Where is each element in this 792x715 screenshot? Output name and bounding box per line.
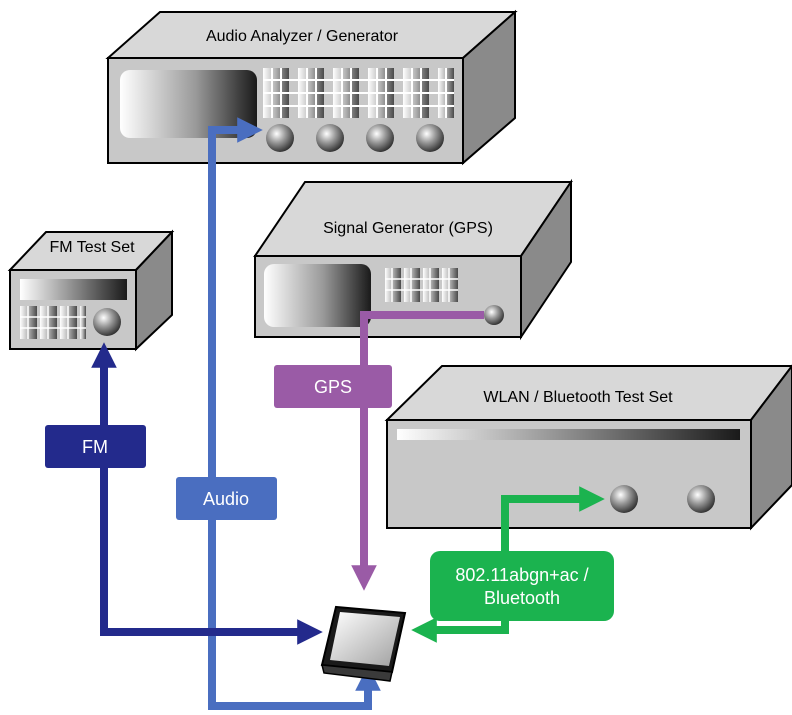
audio-analyzer-title: Audio Analyzer / Generator — [206, 28, 399, 45]
signal-generator-title: Signal Generator (GPS) — [323, 220, 493, 237]
fm-test-set-keypad — [20, 306, 86, 339]
fm-label-badge: FM — [45, 425, 146, 468]
wlan-label-line1: 802.11abgn+ac / — [455, 565, 588, 585]
audio-analyzer-instrument: Audio Analyzer / Generator — [105, 9, 518, 166]
wlan-label-line2: Bluetooth — [484, 588, 560, 608]
fm-test-set-display — [20, 279, 127, 300]
audio-analyzer-knob-icon — [366, 124, 394, 152]
audio-label-badge: Audio — [176, 477, 277, 520]
wlan-test-set-knob-icon — [687, 485, 715, 513]
audio-analyzer-screen — [120, 70, 257, 138]
fm-test-set-instrument: FM Test Set — [7, 229, 175, 352]
fm-test-set-knob-icon — [93, 308, 121, 336]
wlan-test-set-knob-icon — [610, 485, 638, 513]
wlan-test-set-title: WLAN / Bluetooth Test Set — [483, 389, 673, 406]
audio-analyzer-knob-icon — [316, 124, 344, 152]
gps-label: GPS — [314, 377, 352, 397]
audio-label: Audio — [203, 489, 249, 509]
audio-analyzer-knob-icon — [266, 124, 294, 152]
signal-generator-screen — [264, 264, 371, 327]
signal-generator-top — [253, 181, 573, 257]
signal-generator-keypad — [385, 268, 458, 302]
audio-analyzer-keypad — [263, 68, 454, 118]
wlan-test-set-instrument: WLAN / Bluetooth Test Set — [384, 364, 792, 531]
audio-analyzer-knob-icon — [416, 124, 444, 152]
gps-connection-path — [351, 311, 484, 591]
fm-label: FM — [82, 437, 108, 457]
audio-connection-path — [208, 195, 381, 710]
signal-generator-instrument: Signal Generator (GPS) — [253, 178, 573, 341]
wlan-test-set-display — [397, 429, 740, 440]
signal-generator-knob-icon — [484, 305, 504, 325]
wlan-label-badge: 802.11abgn+ac / Bluetooth — [430, 551, 614, 621]
fm-test-set-title: FM Test Set — [49, 239, 135, 256]
coupler-box — [320, 605, 407, 682]
gps-label-badge: GPS — [274, 365, 392, 408]
audio-connection-arrow — [208, 117, 263, 200]
